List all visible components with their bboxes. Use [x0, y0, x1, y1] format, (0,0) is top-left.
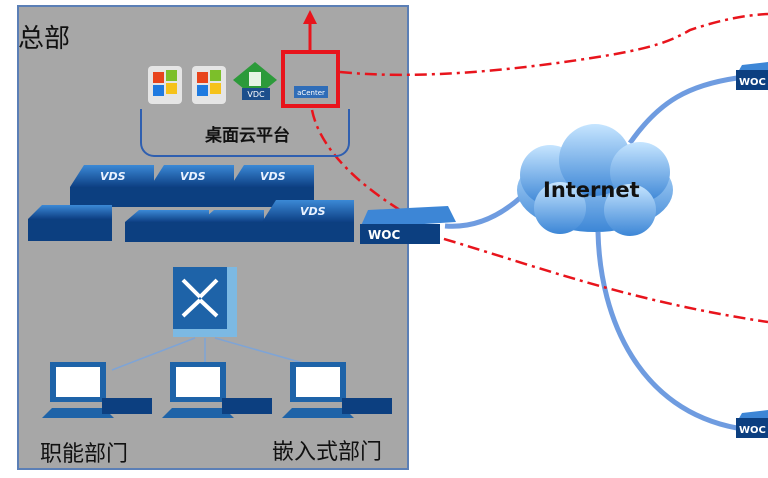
headquarters-title: 总部: [18, 24, 71, 54]
acenter-highlight: [281, 50, 340, 108]
pc-1: [42, 362, 152, 418]
desktop-cloud-platform: [140, 109, 350, 157]
woc-label: WOC: [739, 425, 766, 436]
arrow-up-head: [303, 10, 317, 24]
tunnel-bottom: [419, 230, 768, 324]
internet-label: Internet: [543, 178, 640, 202]
woc-central: WOC: [360, 206, 456, 244]
vds-label: VDS: [260, 170, 286, 183]
vdc-label: VDC: [247, 90, 265, 99]
core-switch-icon: [173, 267, 237, 337]
windows-icon-2: [192, 66, 226, 104]
windows-icon-1: [148, 66, 182, 104]
tunnel-top: [339, 12, 768, 77]
pc-3: [282, 362, 392, 418]
vds-label: VDS: [180, 170, 206, 183]
dept-embedded: 嵌入式部门: [272, 440, 383, 465]
dept-functional: 职能部门: [40, 442, 129, 467]
vdc-icon: VDC: [233, 62, 277, 100]
vds-servers: VDS VDS VDS VDS: [28, 165, 354, 242]
woc-remote-bottom: WOC: [736, 410, 768, 438]
link-woc-internet: [444, 196, 522, 229]
woc-remote-top: WOC: [736, 62, 768, 90]
acenter-icon: [294, 86, 328, 98]
pc-2: [162, 362, 272, 418]
link-internet-woc-top: [627, 75, 738, 145]
internet-cloud: [517, 124, 673, 236]
acenter-label: aCenter: [297, 89, 325, 97]
link-internet-woc-bottom: [595, 231, 738, 431]
platform-label: 桌面云平台: [205, 126, 290, 146]
vds-label: VDS: [300, 205, 326, 218]
woc-label: WOC: [368, 228, 400, 242]
vds-label: VDS: [100, 170, 126, 183]
woc-label: WOC: [739, 77, 766, 88]
